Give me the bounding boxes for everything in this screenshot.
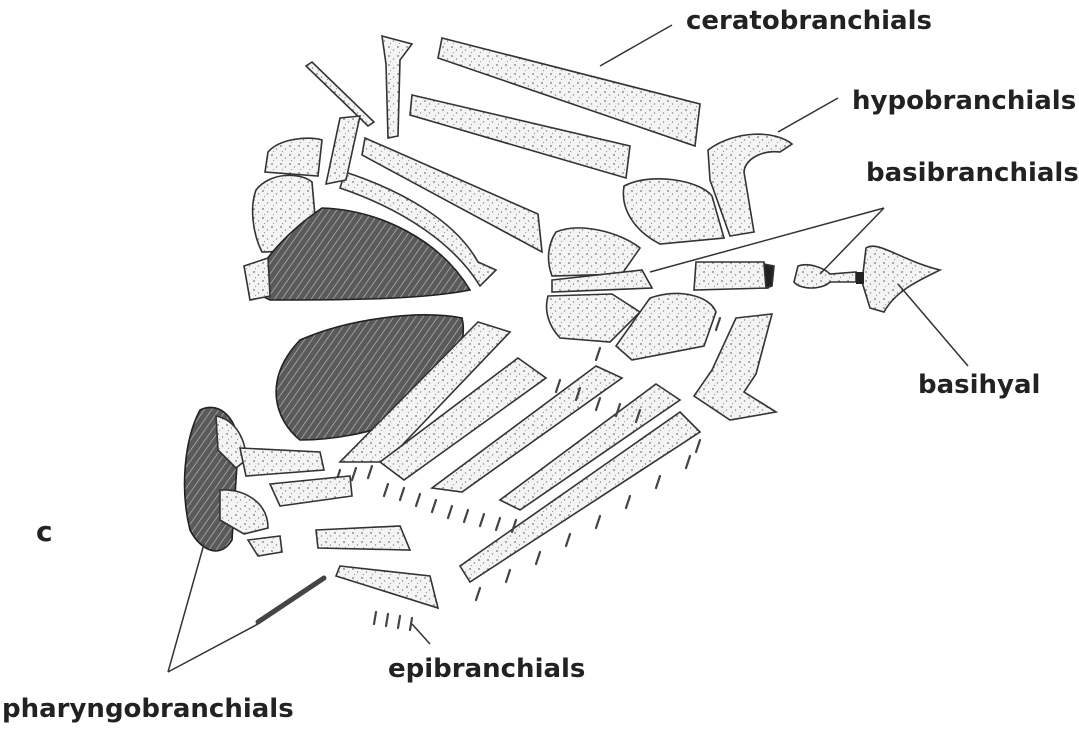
basibranchial-joint	[764, 264, 774, 288]
leader-lines	[168, 25, 968, 672]
epibranchial-upper-small	[326, 116, 360, 184]
pharyngobranchial-rod	[258, 578, 324, 622]
epibranchial-lower-6	[336, 566, 438, 608]
basihyal-cartilage	[856, 272, 864, 284]
epibranchial-upper-strut	[382, 36, 412, 138]
leader-hypobranchials	[778, 98, 838, 132]
epibranchial-lower-2	[270, 476, 352, 506]
label-hypobranchials: hypobranchials	[852, 88, 1076, 114]
label-pharyngobranchials: pharyngobranchials	[2, 696, 294, 722]
panel-letter: c	[36, 518, 53, 546]
label-basibranchials: basibranchials	[866, 160, 1079, 186]
pharyngobranchial-upper-3	[244, 258, 270, 300]
hypobranchial-5	[616, 294, 716, 360]
leader-ceratobranchials	[600, 25, 672, 66]
label-epibranchials: epibranchials	[388, 656, 585, 682]
ceratobranchial-lower-5	[460, 412, 700, 582]
basibranchial-2	[694, 262, 768, 290]
hypobranchial-1	[708, 134, 792, 236]
ceratobranchial-5-small	[306, 62, 374, 126]
leader-pharyngobranchials-2	[168, 624, 258, 672]
basihyal-bone	[862, 246, 940, 312]
label-basihyal: basihyal	[918, 372, 1040, 398]
leader-epibranchials	[412, 624, 430, 644]
leader-basihyal	[898, 284, 968, 366]
epibranchial-lower-4	[248, 536, 282, 556]
hypobranchial-3	[549, 228, 640, 276]
hypobranchial-2	[623, 179, 724, 244]
label-ceratobranchials: ceratobranchials	[686, 8, 932, 34]
pharyngobranchial-upper-1	[265, 138, 322, 176]
epibranchial-lower-1	[240, 448, 324, 476]
leader-pharyngobranchials-1	[168, 544, 204, 672]
epibranchial-lower-5	[316, 526, 410, 550]
